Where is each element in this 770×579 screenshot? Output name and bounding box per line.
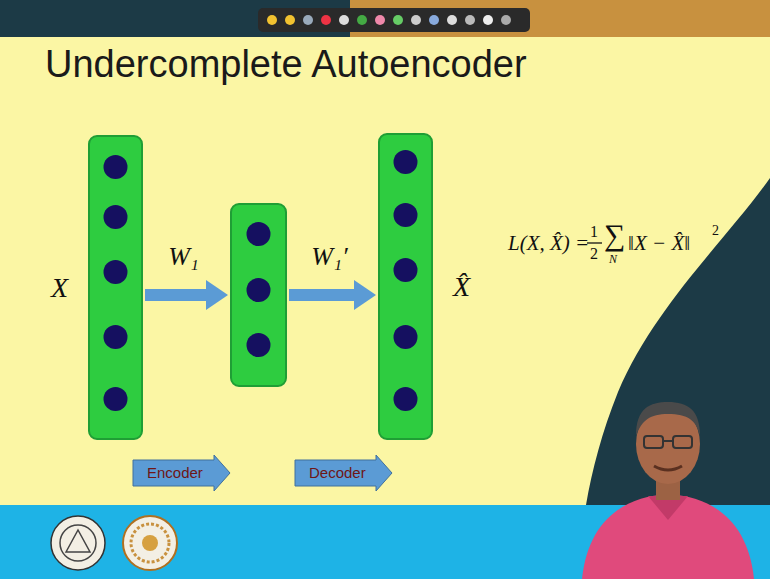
layer-symbol: X (51, 271, 68, 305)
formula-part: ∑ (604, 220, 625, 250)
speaker-figure (582, 402, 754, 579)
layer-box (230, 203, 287, 387)
neuron (104, 155, 128, 179)
neuron (104, 387, 128, 411)
slide-title: Undercomplete Autoencoder (45, 44, 527, 86)
layer-box: X (88, 135, 143, 440)
top-band (0, 0, 770, 37)
stage-name: Decoder (295, 455, 384, 491)
neuron (247, 333, 271, 357)
nptel-logo (123, 516, 177, 570)
formula-part: L(X, X̂) = (508, 233, 589, 254)
neuron (394, 203, 418, 227)
formula-part: 1 (590, 224, 598, 240)
neuron (394, 387, 418, 411)
weight-label: W₁ (168, 243, 199, 272)
toolbar (258, 8, 530, 32)
fraction-bar (587, 242, 602, 243)
neuron (104, 260, 128, 284)
institute-logo (51, 516, 105, 570)
neuron-group (380, 135, 431, 438)
neuron (247, 222, 271, 246)
neuron-group (232, 205, 285, 385)
corner-swoosh (586, 178, 770, 505)
neuron (104, 325, 128, 349)
neuron (394, 258, 418, 282)
layer-symbol: X̂ (453, 270, 470, 304)
neuron (104, 205, 128, 229)
formula-part: 2 (590, 246, 598, 262)
formula-part: 2 (712, 224, 719, 238)
weight-arrow (145, 289, 206, 301)
arrow-outline (133, 455, 230, 491)
neuron (394, 325, 418, 349)
formula-part: ‖X − X̂‖ (628, 233, 690, 254)
weight-arrow (289, 289, 354, 301)
neuron (247, 278, 271, 302)
neuron-group (90, 137, 141, 438)
stage-arrow: Decoder (295, 455, 392, 491)
layer-box: X̂ (378, 133, 433, 440)
formula-part: N (609, 253, 617, 265)
arrow-outline (295, 455, 392, 491)
weight-label: W₁′ (311, 243, 347, 272)
stage-arrow: Encoder (133, 455, 230, 491)
stage-name: Encoder (133, 455, 221, 491)
neuron (394, 150, 418, 174)
